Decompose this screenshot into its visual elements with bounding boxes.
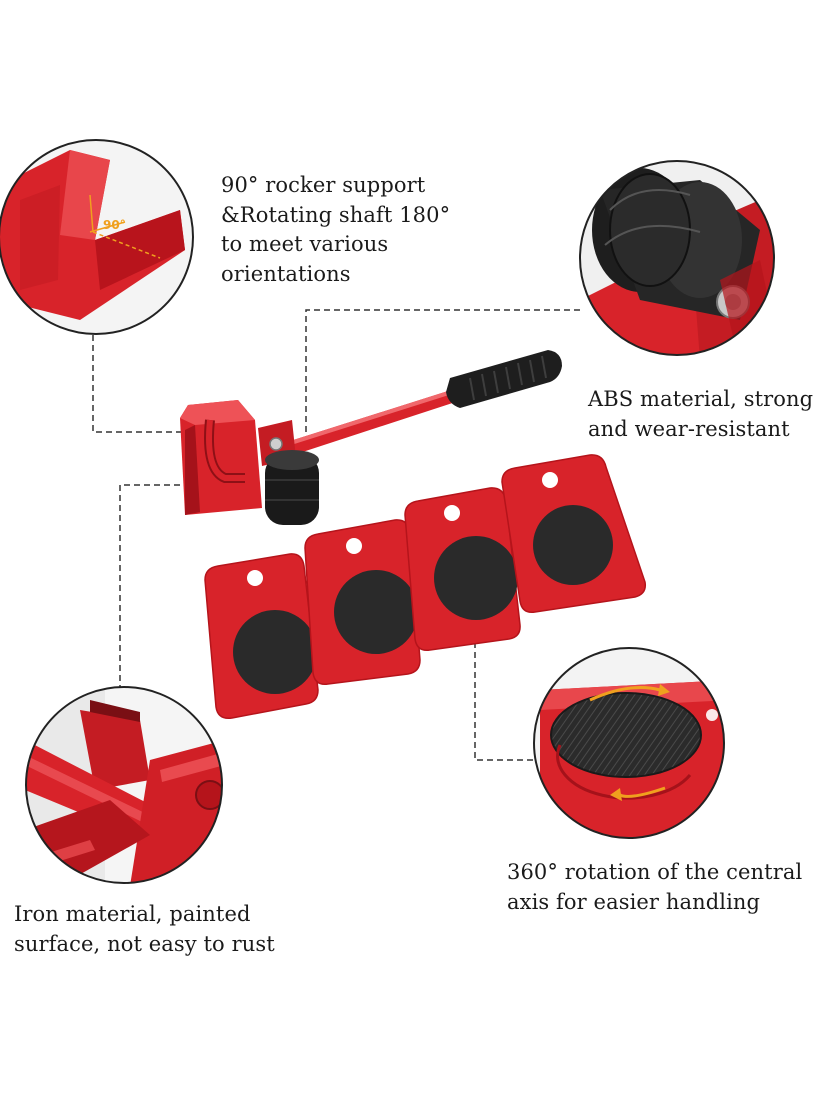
caption-abs-line-1: ABS material, strong <box>588 387 813 411</box>
slider-pad-1 <box>204 553 319 720</box>
abs-roller-detail <box>579 160 775 356</box>
slider-pad-2 <box>304 519 421 686</box>
caption-rocker-line-2: &Rotating shaft 180° <box>221 202 451 227</box>
caption-rotation-line-2: axis for easier handling <box>507 889 761 914</box>
leader-rocker <box>92 335 182 433</box>
caption-rocker-line-3: to meet various <box>221 232 389 256</box>
slider-pad-3 <box>404 487 521 652</box>
caption-iron-line-2: surface, not easy to rust <box>14 931 275 956</box>
caption-abs-line-2: and wear-resistant <box>588 416 790 441</box>
rocker-support-detail <box>0 139 194 335</box>
iron-material-detail <box>25 686 223 884</box>
slider-pad-4 <box>501 454 647 614</box>
caption-rotation-line-1: 360° rotation of the central <box>507 860 803 884</box>
angle-badge-text: 90° <box>103 218 126 232</box>
caption-iron-material: Iron material, painted surface, not easy… <box>14 900 275 959</box>
leader-abs <box>305 309 580 432</box>
caption-rocker-line-1: 90° rocker support <box>221 173 426 197</box>
caption-rocker-support: 90° rocker support &Rotating shaft 180° … <box>221 171 450 289</box>
leader-iron <box>119 484 190 688</box>
slider-pads <box>204 454 647 720</box>
caption-iron-line-1: Iron material, painted <box>14 902 251 926</box>
caption-rotation: 360° rotation of the central axis for ea… <box>507 858 802 917</box>
lifter-bar <box>180 350 562 525</box>
caption-abs-material: ABS material, strong and wear-resistant <box>588 385 813 444</box>
caption-rocker-line-4: orientations <box>221 261 351 286</box>
rotation-plate-detail <box>533 647 725 839</box>
